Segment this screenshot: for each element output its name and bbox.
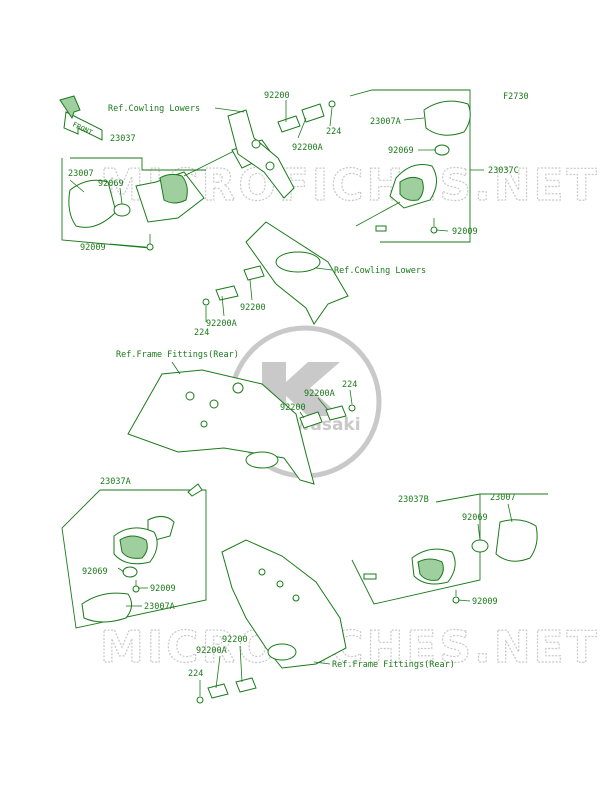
clip-92200A-r (325, 405, 347, 421)
label-92069-d: 92069 (462, 513, 488, 523)
label-92200-r: 92200 (280, 403, 306, 413)
label-92009-a: 92009 (80, 243, 106, 253)
label-92200-mid: 92200 (240, 303, 266, 313)
label-ref-frame-fittings-rear-2: Ref.Frame Fittings(Rear) (332, 660, 455, 670)
clip-92200-mid (243, 265, 265, 281)
label-92200A-mid: 92200A (206, 319, 237, 329)
assembly-23037B (351, 493, 548, 605)
lens-23007-b (495, 519, 538, 562)
label-92200-bot: 92200 (222, 635, 248, 645)
lens-23007A-top (423, 100, 471, 136)
bulb-92069-a (113, 203, 131, 217)
label-92009-c: 92009 (150, 584, 176, 594)
label-92069-c: 92069 (82, 567, 108, 577)
assembly-23037C (349, 89, 484, 243)
label-224-bot: 224 (188, 669, 203, 679)
lens-23007A-bot (81, 592, 132, 623)
label-ref-cowling-lowers-2: Ref.Cowling Lowers (334, 266, 426, 276)
watermark-bottom: MICROFICHES.NET (100, 622, 600, 673)
clip-92200A-bot (207, 683, 229, 699)
screw-92009-c (132, 585, 140, 593)
label-23037C: 23037C (488, 166, 519, 176)
upper-bracket (227, 100, 336, 199)
bolt-224-bot (196, 696, 204, 704)
rear-frame-fitting-lower (196, 539, 347, 704)
label-92069-a: 92069 (98, 179, 124, 189)
bulb-92069-d (471, 539, 489, 553)
assembly-23037A (61, 483, 207, 629)
label-23007-b: 23007 (490, 493, 516, 503)
bulb-92069-b (434, 144, 450, 156)
screw-92009-a (146, 243, 154, 251)
label-92200-top: 92200 (264, 91, 290, 101)
front-arrow-icon: FRONT (59, 95, 103, 141)
label-23037: 23037 (110, 134, 136, 144)
label-ref-cowling-lowers-1: Ref.Cowling Lowers (108, 104, 200, 114)
bolt-224-mid (202, 298, 210, 306)
label-23007A-bot: 23007A (144, 602, 175, 612)
label-23037B: 23037B (398, 495, 429, 505)
label-92069-b: 92069 (388, 146, 414, 156)
label-92200A-bot: 92200A (196, 646, 227, 656)
lens-23007-a (68, 179, 117, 228)
clip-92200-r (299, 411, 323, 429)
bulb-92069-c (122, 566, 138, 578)
rear-frame-fitting-upper (127, 369, 356, 485)
label-23037A: 23037A (100, 477, 131, 487)
bolt-224-r (348, 404, 356, 412)
label-224-top: 224 (326, 127, 341, 137)
clip-92200A-mid (215, 285, 239, 301)
middle-bracket (202, 221, 349, 325)
label-224-r: 224 (342, 380, 357, 390)
bolt-224-top (328, 100, 336, 108)
part-labels: Ref.Cowling Lowers 92200 92200A 224 2303… (68, 91, 519, 679)
clip-92200A-top (301, 103, 325, 123)
label-ref-frame-fittings-rear-1: Ref.Frame Fittings(Rear) (116, 350, 239, 360)
label-224-mid: 224 (194, 328, 209, 338)
label-23007-a: 23007 (68, 169, 94, 179)
label-92009-d: 92009 (472, 597, 498, 607)
leader-lines (69, 100, 513, 696)
label-92200A-r: 92200A (304, 389, 335, 399)
clip-92200-top (277, 115, 301, 133)
figure-code: F2730 (503, 92, 529, 102)
label-92200A-top: 92200A (292, 143, 323, 153)
label-23007A-top: 23007A (370, 117, 401, 127)
label-92009-b: 92009 (452, 227, 478, 237)
clip-92200-bot (235, 677, 257, 693)
